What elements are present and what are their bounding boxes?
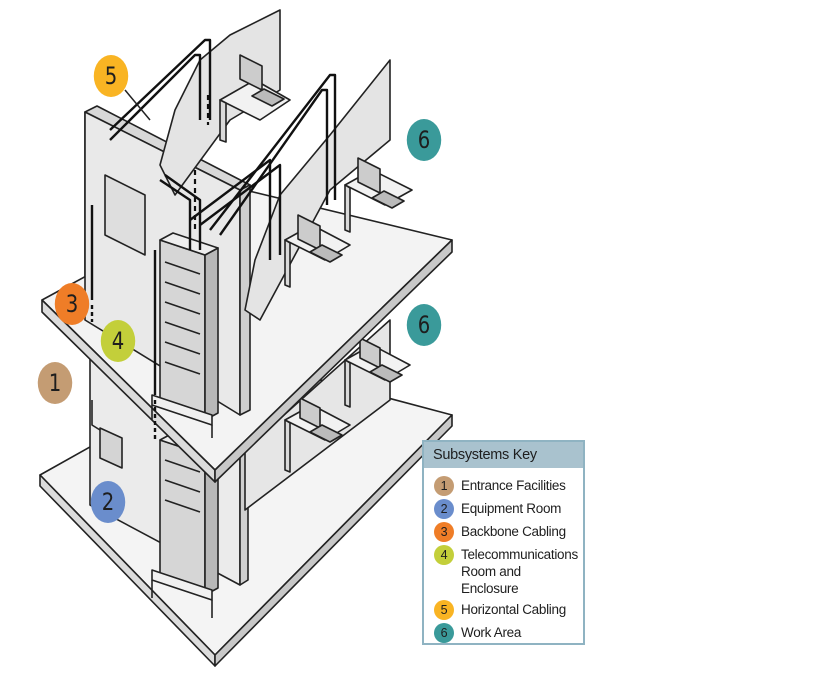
legend-dot: 2: [434, 499, 454, 519]
upper-workstation-3: [344, 157, 413, 233]
callout-horizontal-cabling: 5: [93, 55, 129, 97]
legend-label: Entrance Facilities: [461, 478, 566, 493]
callout-leader: [124, 89, 151, 121]
upper-partition-middle: [244, 59, 391, 321]
legend-label: Equipment Room: [461, 501, 562, 516]
callout-telecom-room: 4: [100, 320, 136, 362]
legend-title: Subsystems Key: [424, 442, 583, 468]
legend-dot: 3: [434, 522, 454, 542]
legend-label: Work Area: [461, 625, 522, 640]
callout-equipment-room: 2: [90, 481, 126, 523]
upper-workstation-2: [284, 214, 351, 288]
entrance-box: [99, 427, 123, 469]
legend-items: 1 Entrance Facilities 2 Equipment Room 3…: [424, 468, 583, 643]
upper-workstation-1: [219, 54, 291, 143]
wall-panel: [104, 174, 146, 256]
callout-entrance-facilities: 1: [37, 362, 73, 404]
legend-label: Telecommunications Room and Enclosure: [461, 547, 578, 596]
upper-floor: [41, 9, 453, 483]
legend-label: Horizontal Cabling: [461, 602, 566, 617]
legend-label: Backbone Cabling: [461, 524, 566, 539]
legend-dot: 1: [434, 476, 454, 496]
legend-item-backbone: 3 Backbone Cabling: [434, 522, 583, 542]
callout-backbone-cabling: 3: [54, 283, 90, 325]
legend-item-telecom: 4 Telecommunications Room and Enclosure: [434, 545, 583, 597]
upper-equipment-rack: [151, 232, 219, 438]
legend-item-equipment: 2 Equipment Room: [434, 499, 583, 519]
lower-equipment-rack: [151, 432, 219, 618]
horizontal-cables: [109, 38, 337, 260]
callout-work-area-upper: 6: [406, 119, 442, 161]
lower-workstation-2: [344, 337, 411, 408]
subsystems-key: Subsystems Key 1 Entrance Facilities 2 E…: [422, 440, 585, 645]
legend-dot: 6: [434, 623, 454, 643]
lower-floor: [39, 299, 453, 667]
lower-workstation-1: [284, 397, 351, 473]
callout-work-area-lower: 6: [406, 304, 442, 346]
legend-item-work-area: 6 Work Area: [434, 623, 583, 643]
legend-dot: 4: [434, 545, 454, 565]
legend-dot: 5: [434, 600, 454, 620]
legend-item-horizontal: 5 Horizontal Cabling: [434, 600, 583, 620]
legend-item-entrance: 1 Entrance Facilities: [434, 476, 583, 496]
backbone-cable: [90, 205, 157, 440]
